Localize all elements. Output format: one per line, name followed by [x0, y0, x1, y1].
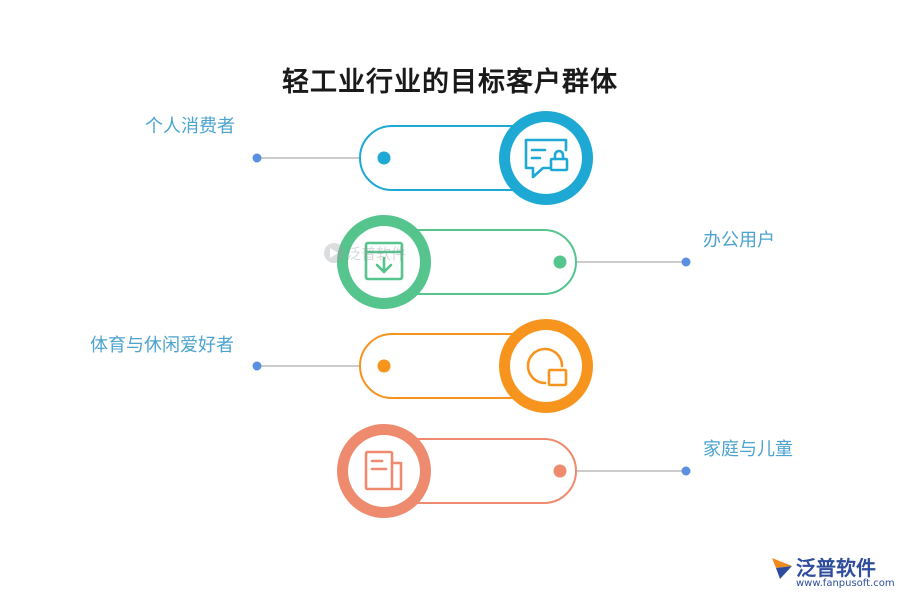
connector-dot [252, 153, 262, 163]
watermark-logo: 泛普软件 [322, 238, 412, 268]
download-box-icon [364, 241, 404, 281]
brand-name: 泛普软件 [796, 556, 876, 580]
label-office-users: 办公用户 [703, 230, 775, 251]
connector-dot [681, 466, 691, 476]
connector-dot [252, 361, 262, 371]
brand-logo: 泛普软件 www.fanpusoft.com [768, 552, 895, 596]
icon-inner [510, 330, 582, 402]
chat-lock-icon [524, 138, 569, 179]
label-family-children: 家庭与儿童 [703, 439, 793, 460]
watermark-text: 泛普软件 [346, 245, 407, 263]
row-individual-consumers [252, 111, 593, 205]
capsule-outline [359, 125, 540, 191]
page-title: 轻工业行业的目标客户群体 [282, 67, 618, 98]
capsule-outline [384, 438, 577, 504]
capsule-dot [377, 151, 391, 165]
row-family-children [337, 424, 691, 518]
capsule-dot [553, 255, 567, 269]
icon-inner [510, 122, 582, 194]
connector-dot [681, 257, 691, 267]
capsule-outline [384, 229, 577, 295]
document-icon [364, 450, 403, 491]
capsule-outline [359, 333, 540, 399]
brand-url: www.fanpusoft.com [796, 578, 895, 589]
capsule-dot [553, 464, 567, 478]
icon-inner [348, 435, 420, 507]
label-individual-consumers: 个人消费者 [145, 116, 235, 137]
brand-mark-icon [772, 558, 792, 579]
capsule-dot [377, 359, 391, 373]
label-sports-enthusiasts: 体育与休闲爱好者 [90, 335, 234, 356]
row-sports-enthusiasts [252, 319, 593, 413]
pie-square-icon [526, 347, 568, 387]
row-office-users [337, 215, 691, 309]
